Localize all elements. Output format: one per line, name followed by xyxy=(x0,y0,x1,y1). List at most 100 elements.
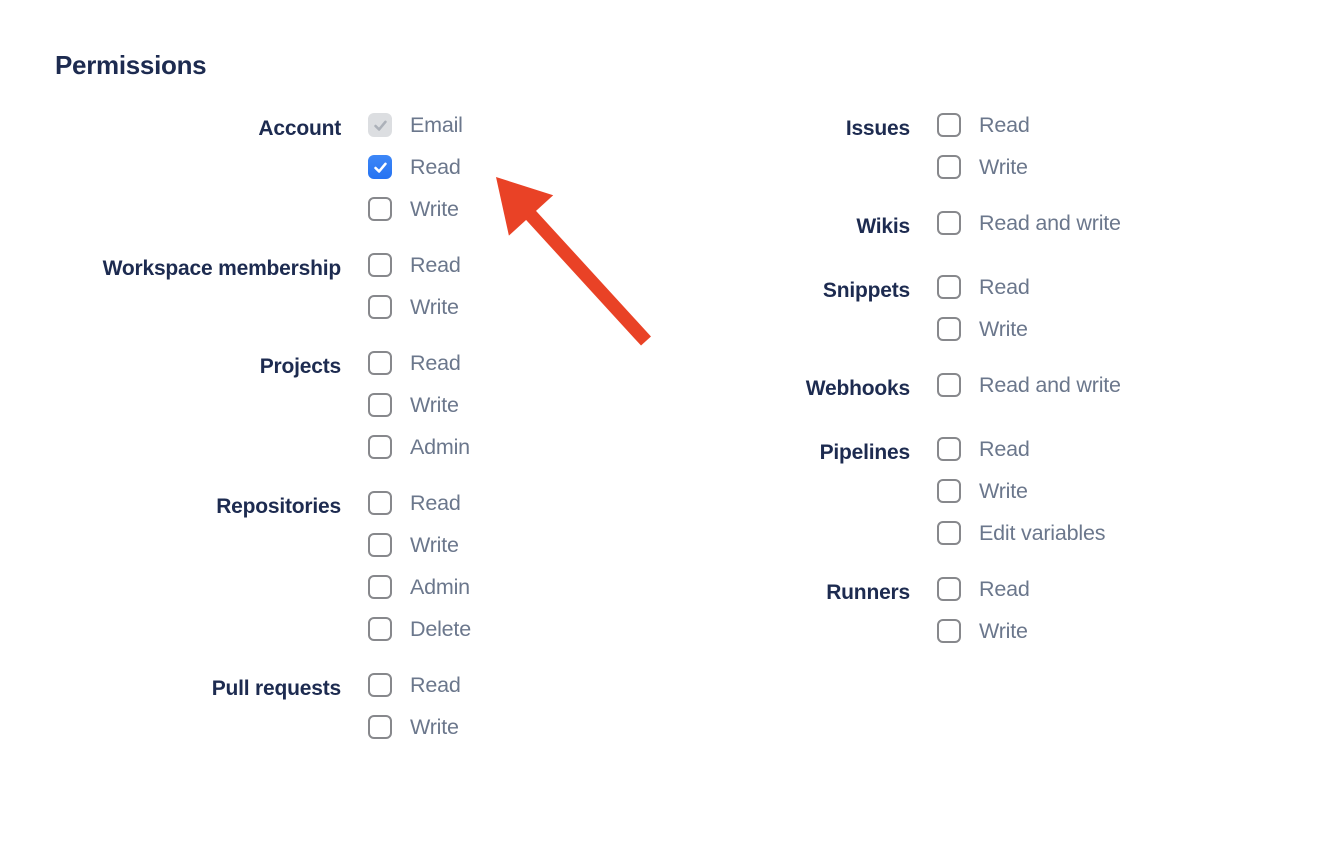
account-write-row[interactable]: Write xyxy=(368,197,463,221)
checkbox-label: Read xyxy=(979,437,1030,461)
permission-group-label: Pull requests xyxy=(211,677,341,700)
pull-requests-read-row[interactable]: Read xyxy=(368,673,461,697)
checkbox-label: Write xyxy=(979,479,1028,503)
account-read-row[interactable]: Read xyxy=(368,155,463,179)
workspace-membership-read-checkbox[interactable] xyxy=(368,253,392,277)
checkbox-label: Write xyxy=(410,533,459,557)
checkbox-label: Read xyxy=(410,491,461,515)
pull-requests-write-row[interactable]: Write xyxy=(368,715,461,739)
check-icon xyxy=(373,120,387,131)
checkbox-label: Admin xyxy=(410,435,470,459)
projects-write-row[interactable]: Write xyxy=(368,393,470,417)
repositories-write-checkbox[interactable] xyxy=(368,533,392,557)
checkbox-label: Write xyxy=(410,197,459,221)
checkbox-label: Read xyxy=(410,351,461,375)
page-title: Permissions xyxy=(55,50,207,80)
permission-group-label: Repositories xyxy=(216,495,341,518)
checkbox-label: Write xyxy=(979,317,1028,341)
pull-requests-read-checkbox[interactable] xyxy=(368,673,392,697)
pull-requests-write-checkbox[interactable] xyxy=(368,715,392,739)
workspace-membership-write-checkbox[interactable] xyxy=(368,295,392,319)
pipelines-edit-variables-row[interactable]: Edit variables xyxy=(937,521,1105,545)
checkbox-label: Read xyxy=(979,113,1030,137)
webhooks-read-and-write-row[interactable]: Read and write xyxy=(937,373,1121,397)
projects-read-checkbox[interactable] xyxy=(368,351,392,375)
account-email-row: Email xyxy=(368,113,463,137)
runners-write-checkbox[interactable] xyxy=(937,619,961,643)
webhooks-read-and-write-checkbox[interactable] xyxy=(937,373,961,397)
workspace-membership-write-row[interactable]: Write xyxy=(368,295,461,319)
repositories-read-checkbox[interactable] xyxy=(368,491,392,515)
permission-group-label: Runners xyxy=(826,581,910,604)
wikis-read-and-write-checkbox[interactable] xyxy=(937,211,961,235)
checkbox-label: Read xyxy=(410,673,461,697)
checkbox-label: Write xyxy=(979,619,1028,643)
permission-group-wikis: Wikis Read and write xyxy=(624,211,1121,243)
checkbox-label: Read and write xyxy=(979,373,1121,397)
issues-read-checkbox[interactable] xyxy=(937,113,961,137)
runners-read-checkbox[interactable] xyxy=(937,577,961,601)
permission-group-label: Wikis xyxy=(856,215,910,238)
repositories-delete-checkbox[interactable] xyxy=(368,617,392,641)
check-icon xyxy=(373,162,387,173)
repositories-read-row[interactable]: Read xyxy=(368,491,471,515)
repositories-admin-checkbox[interactable] xyxy=(368,575,392,599)
checkbox-label: Read and write xyxy=(979,211,1121,235)
snippets-read-checkbox[interactable] xyxy=(937,275,961,299)
runners-write-row[interactable]: Write xyxy=(937,619,1030,643)
projects-admin-row[interactable]: Admin xyxy=(368,435,470,459)
snippets-write-row[interactable]: Write xyxy=(937,317,1030,341)
account-read-checkbox[interactable] xyxy=(368,155,392,179)
checkbox-label: Read xyxy=(410,253,461,277)
checkbox-label: Write xyxy=(410,295,459,319)
permission-group-label: Account xyxy=(258,117,341,140)
checkbox-label: Write xyxy=(410,393,459,417)
permission-group-label: Workspace membership xyxy=(102,257,342,280)
pipelines-read-checkbox[interactable] xyxy=(937,437,961,461)
account-write-checkbox[interactable] xyxy=(368,197,392,221)
snippets-write-checkbox[interactable] xyxy=(937,317,961,341)
checkbox-label: Write xyxy=(979,155,1028,179)
checkbox-label: Edit variables xyxy=(979,521,1106,545)
pipelines-write-checkbox[interactable] xyxy=(937,479,961,503)
repositories-write-row[interactable]: Write xyxy=(368,533,471,557)
permission-group-label: Issues xyxy=(845,117,910,140)
checkbox-label: Delete xyxy=(410,617,471,641)
permission-group-label: Snippets xyxy=(822,279,910,302)
projects-read-row[interactable]: Read xyxy=(368,351,470,375)
permission-group-label: Pipelines xyxy=(819,441,911,464)
checkbox-label: Read xyxy=(410,155,461,179)
pipelines-edit-variables-checkbox[interactable] xyxy=(937,521,961,545)
repositories-delete-row[interactable]: Delete xyxy=(368,617,471,641)
runners-read-row[interactable]: Read xyxy=(937,577,1030,601)
snippets-read-row[interactable]: Read xyxy=(937,275,1030,299)
issues-write-row[interactable]: Write xyxy=(937,155,1030,179)
account-email-checkbox xyxy=(368,113,392,137)
checkbox-label: Email xyxy=(410,113,463,137)
pipelines-write-row[interactable]: Write xyxy=(937,479,1105,503)
permission-group-label: Projects xyxy=(259,355,341,378)
issues-write-checkbox[interactable] xyxy=(937,155,961,179)
issues-read-row[interactable]: Read xyxy=(937,113,1030,137)
repositories-admin-row[interactable]: Admin xyxy=(368,575,471,599)
checkbox-label: Read xyxy=(979,577,1030,601)
checkbox-label: Read xyxy=(979,275,1030,299)
projects-admin-checkbox[interactable] xyxy=(368,435,392,459)
wikis-read-and-write-row[interactable]: Read and write xyxy=(937,211,1121,235)
pipelines-read-row[interactable]: Read xyxy=(937,437,1105,461)
workspace-membership-read-row[interactable]: Read xyxy=(368,253,461,277)
projects-write-checkbox[interactable] xyxy=(368,393,392,417)
checkbox-label: Write xyxy=(410,715,459,739)
